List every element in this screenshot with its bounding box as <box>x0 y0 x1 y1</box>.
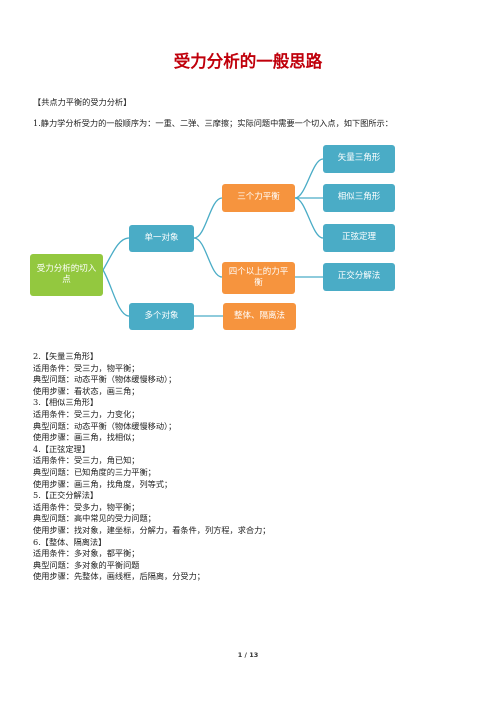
list-item: 6.【整体、隔离法】 <box>33 536 107 547</box>
list-item: 使用步骤：看状态，画三角； <box>33 385 140 396</box>
page-number: 1 / 13 <box>237 651 259 659</box>
list-item: 适用条件：多对象，都平衡； <box>33 548 140 559</box>
node-vector-triangle: 矢量三角形 <box>323 145 395 173</box>
list-item: 适用条件：受三力，力变化； <box>33 408 140 419</box>
node-multiple-objects: 多个对象 <box>129 303 194 330</box>
list-item: 典型问题：高中常见的受力问题； <box>33 513 156 524</box>
list-item: 使用步骤：找对象，建坐标，分解力，看条件，列方程，求合力； <box>33 524 271 535</box>
list-item: 4.【正弦定理】 <box>33 443 90 454</box>
node-root: 受力分析的切入点 <box>30 254 103 296</box>
list-item: 适用条件：受三力，物平衡； <box>33 362 140 373</box>
list-item: 典型问题：动态平衡（物体缓慢移动）； <box>33 420 177 431</box>
section-heading: 【共点力平衡的受力分析】 <box>33 97 132 107</box>
list-item: 使用步骤：画三角，找角度，列等式； <box>33 478 173 489</box>
list-item: 典型问题：动态平衡（物体缓慢移动）； <box>33 374 177 385</box>
connector-single-four <box>193 237 223 278</box>
node-orthogonal-decomposition: 正交分解法 <box>323 263 395 291</box>
list-item: 适用条件：受三力，角已知； <box>33 455 140 466</box>
node-whole-isolation: 整体、隔离法 <box>223 303 296 330</box>
list-item: 典型问题：多对象的平衡问题 <box>33 559 140 570</box>
list-item: 使用步骤：先整体，画线框，后隔离，分受力； <box>33 571 205 582</box>
connector-root-single <box>102 237 130 271</box>
connector-single-three <box>193 197 223 239</box>
node-sine-law: 正弦定理 <box>323 224 395 252</box>
list-item: 典型问题：已知角度的三力平衡； <box>33 466 156 477</box>
list-item: 适用条件：受多力，物平衡； <box>33 501 140 512</box>
node-three-force-balance: 三个力平衡 <box>222 184 295 212</box>
node-four-plus-force-balance: 四个以上的力平衡 <box>222 262 295 294</box>
connector-root-multi <box>102 269 130 317</box>
intro-paragraph: 1.静力学分析受力的一般顺序为：一重、二弹、三摩擦；实际问题中需要一个切入点，如… <box>33 118 393 128</box>
document-title: 受力分析的一般思路 <box>173 52 323 71</box>
node-similar-triangle: 相似三角形 <box>323 184 395 212</box>
list-item: 3.【相似三角形】 <box>33 397 99 408</box>
connector-three-vector <box>294 158 324 199</box>
list-item: 使用步骤：画三角，找相似； <box>33 432 140 443</box>
list-item: 5.【正交分解法】 <box>33 490 99 501</box>
node-single-object: 单一对象 <box>129 225 194 252</box>
connector-three-sine <box>294 197 324 239</box>
list-item: 2.【矢量三角形】 <box>33 351 99 361</box>
method-list: 2.【矢量三角形】 适用条件：受三力，物平衡； 典型问题：动态平衡（物体缓慢移动… <box>33 351 270 583</box>
